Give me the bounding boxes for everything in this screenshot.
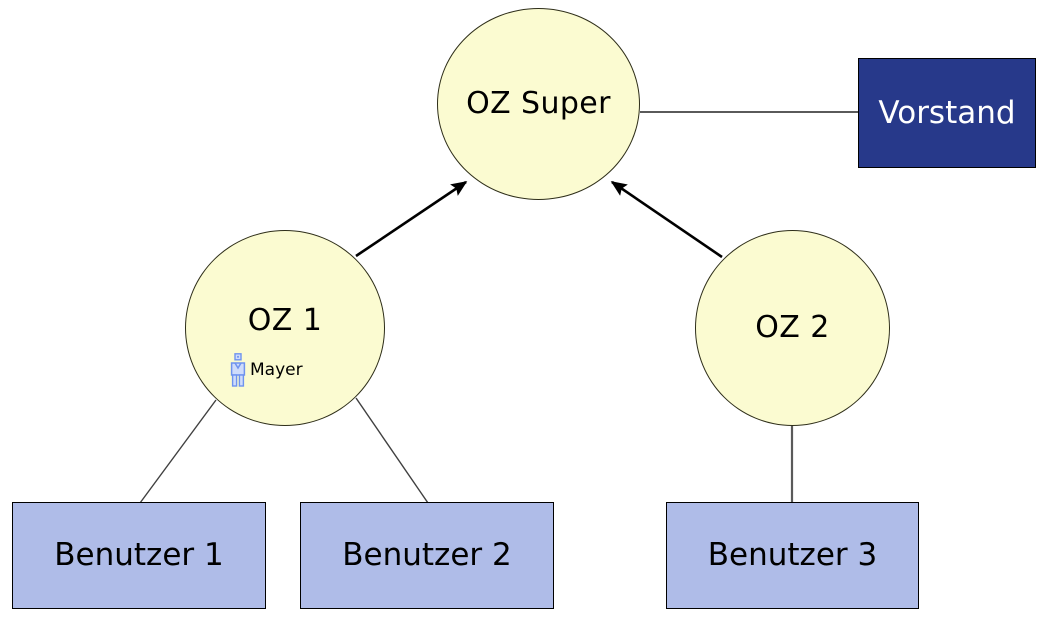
node-benutzer-2-label: Benutzer 2 (342, 537, 512, 573)
node-oz-2-label: OZ 2 (755, 310, 830, 345)
node-benutzer-3-label: Benutzer 3 (707, 537, 878, 573)
node-benutzer-2[interactable]: Benutzer 2 (300, 502, 554, 609)
node-oz-1[interactable]: OZ 1 Mayer (185, 230, 385, 426)
edge-oz2-ozsuper (610, 180, 723, 259)
node-benutzer-1[interactable]: Benutzer 1 (12, 502, 266, 609)
node-oz-super[interactable]: OZ Super (437, 8, 640, 200)
node-vorstand-label: Vorstand (878, 94, 1016, 131)
node-oz-1-label: OZ 1 (247, 303, 323, 338)
node-oz-2[interactable]: OZ 2 (695, 230, 890, 426)
edge-oz1-benutzer1 (139, 399, 217, 504)
node-vorstand[interactable]: Vorstand (858, 58, 1036, 168)
node-benutzer-1-label: Benutzer 1 (54, 537, 224, 573)
edge-oz1-ozsuper (355, 180, 468, 258)
node-oz-super-label: OZ Super (466, 86, 611, 121)
owner-badge[interactable]: Mayer (230, 353, 303, 387)
person-icon (230, 353, 246, 387)
node-benutzer-3[interactable]: Benutzer 3 (666, 502, 919, 609)
owner-name: Mayer (250, 359, 303, 380)
edge-oz1-benutzer2 (355, 397, 429, 504)
